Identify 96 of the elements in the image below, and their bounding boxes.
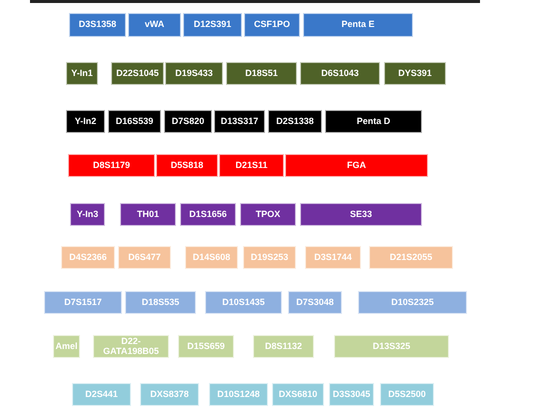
marker-box <box>72 383 131 406</box>
marker-label: D4S2366 <box>69 252 107 262</box>
marker-label: Penta D <box>356 116 390 126</box>
marker-label: CSF1PO <box>254 20 290 30</box>
marker-label: D5S818 <box>170 160 204 170</box>
marker-label: D2S441 <box>85 390 118 400</box>
marker-box <box>156 154 218 177</box>
marker-label: D8S1179 <box>92 160 130 170</box>
marker-box <box>219 154 284 177</box>
marker-box <box>185 246 238 269</box>
marker-box <box>303 13 413 37</box>
marker-box <box>93 335 169 358</box>
marker-label: D22S1045 <box>116 68 159 78</box>
marker-box <box>384 62 446 85</box>
marker-label: D6S1043 <box>321 68 359 78</box>
marker-box <box>380 383 434 406</box>
marker-box <box>183 13 242 37</box>
marker-label: D3S1358 <box>78 20 116 30</box>
marker-box <box>214 110 265 133</box>
marker-box <box>334 335 449 358</box>
marker-label: D19S433 <box>175 68 213 78</box>
marker-box <box>120 203 176 226</box>
marker-label: D10S1435 <box>222 298 265 308</box>
marker-box <box>44 291 122 314</box>
marker-box <box>178 335 234 358</box>
marker-label: D7S3048 <box>296 298 334 308</box>
marker-label: D14S608 <box>192 252 230 262</box>
marker-label: DYS391 <box>398 68 432 78</box>
marker-box <box>272 383 324 406</box>
marker-label: D13S317 <box>220 116 258 126</box>
marker-label: D18S51 <box>245 68 278 78</box>
marker-box <box>61 246 115 269</box>
marker-box <box>53 335 80 358</box>
marker-label: FGA <box>347 160 366 170</box>
marker-label: D16S539 <box>116 116 154 126</box>
marker-label: TH01 <box>136 210 159 220</box>
marker-box <box>244 13 300 37</box>
marker-label: SE33 <box>350 210 372 220</box>
marker-label: Amel <box>55 342 78 352</box>
marker-label: D1S1656 <box>189 210 227 220</box>
marker-label: D10S2325 <box>391 298 434 308</box>
marker-label: D5S2500 <box>388 390 426 400</box>
marker-label: D3S1744 <box>314 252 352 262</box>
marker-box <box>108 110 161 133</box>
marker-label: D7S820 <box>172 116 204 126</box>
marker-box <box>68 154 155 177</box>
marker-label: D22-GATA198B05 <box>102 337 160 356</box>
marker-label: Y-In1 <box>71 68 93 78</box>
marker-label: D18S535 <box>142 298 180 308</box>
marker-box <box>325 110 422 133</box>
marker-box <box>66 62 98 85</box>
marker-label: D12S391 <box>194 20 232 30</box>
marker-box <box>268 110 322 133</box>
marker-box <box>164 110 212 133</box>
marker-box <box>288 291 342 314</box>
marker-box <box>180 203 236 226</box>
marker-box <box>128 13 181 37</box>
marker-box <box>205 291 282 314</box>
marker-label: D3S3045 <box>332 390 370 400</box>
marker-label: D13S325 <box>372 342 410 352</box>
marker-box <box>69 13 126 37</box>
marker-label: Penta E <box>341 20 374 30</box>
marker-label: D10S1248 <box>217 390 260 400</box>
marker-label: Y-In3 <box>76 210 98 220</box>
marker-label: D8S1132 <box>264 342 302 352</box>
marker-box <box>118 246 171 269</box>
marker-label: D21S11 <box>235 160 268 170</box>
marker-box <box>226 62 297 85</box>
marker-box <box>300 203 422 226</box>
marker-box <box>243 246 296 269</box>
marker-box <box>140 383 199 406</box>
marker-label: D6S477 <box>128 252 161 262</box>
marker-box <box>240 203 296 226</box>
marker-label: D21S2055 <box>390 252 432 262</box>
marker-label: D15S659 <box>187 342 225 352</box>
marker-box <box>329 383 374 406</box>
marker-box <box>253 335 314 358</box>
marker-box <box>165 62 223 85</box>
marker-label: Y-In2 <box>74 116 96 126</box>
marker-label: DXS8378 <box>150 390 189 400</box>
marker-label: TPOX <box>256 210 280 220</box>
marker-box <box>285 154 428 177</box>
marker-box <box>300 62 380 85</box>
marker-label: vWA <box>144 20 164 30</box>
marker-box <box>369 246 453 269</box>
marker-box <box>358 291 467 314</box>
marker-label: D2S1338 <box>276 116 314 126</box>
marker-box <box>125 291 196 314</box>
marker-label: D7S1517 <box>64 298 102 308</box>
marker-box <box>111 62 164 85</box>
marker-label: D19S253 <box>250 252 288 262</box>
marker-box <box>209 383 268 406</box>
marker-label: DXS6810 <box>278 390 318 400</box>
marker-box <box>66 110 105 133</box>
marker-box <box>305 246 361 269</box>
marker-box <box>70 203 105 226</box>
